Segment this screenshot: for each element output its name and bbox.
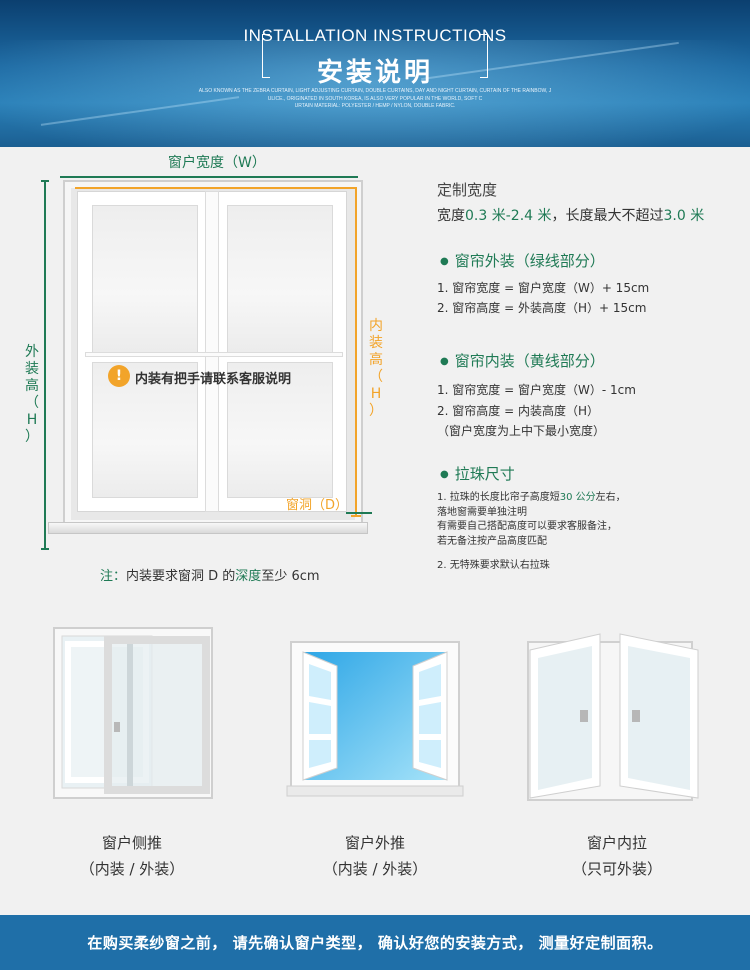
window-sill xyxy=(48,522,368,534)
header-glow xyxy=(0,40,750,147)
window-type-mount: （内装 / 外装） xyxy=(79,860,185,878)
footer-banner: 在购买柔纱窗之前， 请先确认窗户类型， 确认好您的安装方式， 测量好定制面积。 xyxy=(0,915,750,970)
inside-mount-item: 1. 窗帘宽度 = 窗户宽度（W）- 1cm xyxy=(437,383,636,397)
outside-mount-item: 1. 窗帘宽度 = 窗户宽度（W）+ 15cm xyxy=(437,281,650,295)
header-title-en: INSTALLATION INSTRUCTIONS xyxy=(243,26,507,45)
window-pane xyxy=(227,205,333,353)
header-frame-right xyxy=(480,34,488,78)
depth-indicator-line xyxy=(346,512,372,514)
window-type-mount: （内装 / 外装） xyxy=(322,860,428,878)
window-type-name: 窗户外推 xyxy=(344,834,405,852)
header-description: ALSO KNOWN AS THE ZEBRA CURTAIN, LIGHT A… xyxy=(170,88,580,111)
window-type-mount: （只可外装） xyxy=(571,860,662,878)
center-mullion xyxy=(205,191,219,512)
window-width-label: 窗户宽度（W） xyxy=(168,155,266,171)
window-pane xyxy=(92,205,198,353)
width-dimension-line xyxy=(60,176,358,178)
header-desc-line: URTAIN MATERIAL: POLYESTER / HEMP / NYLO… xyxy=(294,103,456,109)
header-title-cn: 安装说明 xyxy=(316,58,433,88)
window-depth-label: 窗洞（D） xyxy=(286,498,349,513)
header-desc-line: ALSO KNOWN AS THE ZEBRA CURTAIN, LIGHT A… xyxy=(198,88,552,94)
inside-mount-title: 窗帘内装（黄线部分） xyxy=(440,350,605,371)
inside-mount-item: 2. 窗帘高度 = 内装高度（H） xyxy=(437,404,599,418)
pull-bead-default: 2. 无特殊要求默认右拉珠 xyxy=(437,560,550,571)
window-pane xyxy=(92,362,198,498)
inner-height-line xyxy=(351,187,361,517)
header-frame-left xyxy=(262,34,270,78)
inner-height-label: 内 装 高 （ H ） xyxy=(369,318,383,419)
casement-in-window-image xyxy=(527,633,699,801)
custom-width-range: 宽度0.3 米-2.4 米，长度最大不超过3.0 米 xyxy=(437,208,705,224)
handle-warning-text: 内装有把手请联系客服说明 xyxy=(135,372,292,387)
header-desc-line: ULICE., ORIGINATED IN SOUTH KOREA, IS AL… xyxy=(267,95,483,102)
window-type-name: 窗户侧推 xyxy=(101,834,162,852)
custom-width-title: 定制宽度 xyxy=(437,181,498,199)
inside-mount-item: （窗户宽度为上中下最小宽度） xyxy=(437,424,606,438)
outer-height-label: 外 装 高 （ H ） xyxy=(25,344,39,445)
outside-mount-title: 窗帘外装（绿线部分） xyxy=(440,250,605,271)
header-banner: INSTALLATION INSTRUCTIONS 安装说明 ALSO KNOW… xyxy=(0,0,750,147)
window-transom xyxy=(85,352,343,357)
outer-height-dimension-line xyxy=(41,180,49,550)
inner-width-line xyxy=(75,187,357,189)
outside-mount-item: 2. 窗帘高度 = 外装高度（H）+ 15cm xyxy=(437,301,647,315)
casement-out-window-image xyxy=(286,641,464,797)
sliding-window-image xyxy=(53,627,213,799)
window-type-name: 窗户内拉 xyxy=(586,834,647,852)
depth-note: 注：内装要求窗洞 D 的深度至少 6cm xyxy=(100,569,320,584)
warning-icon: ! xyxy=(108,365,130,387)
pull-bead-title: 拉珠尺寸 xyxy=(440,463,515,484)
pull-bead-details: 1. 拉珠的长度比帘子高度短30 公分左右， 落地窗需要单独注明 有需要自己搭配… xyxy=(437,492,626,547)
footer-text: 在购买柔纱窗之前， 请先确认窗户类型， 确认好您的安装方式， 测量好定制面积。 xyxy=(87,934,663,952)
window-pane xyxy=(227,362,333,498)
